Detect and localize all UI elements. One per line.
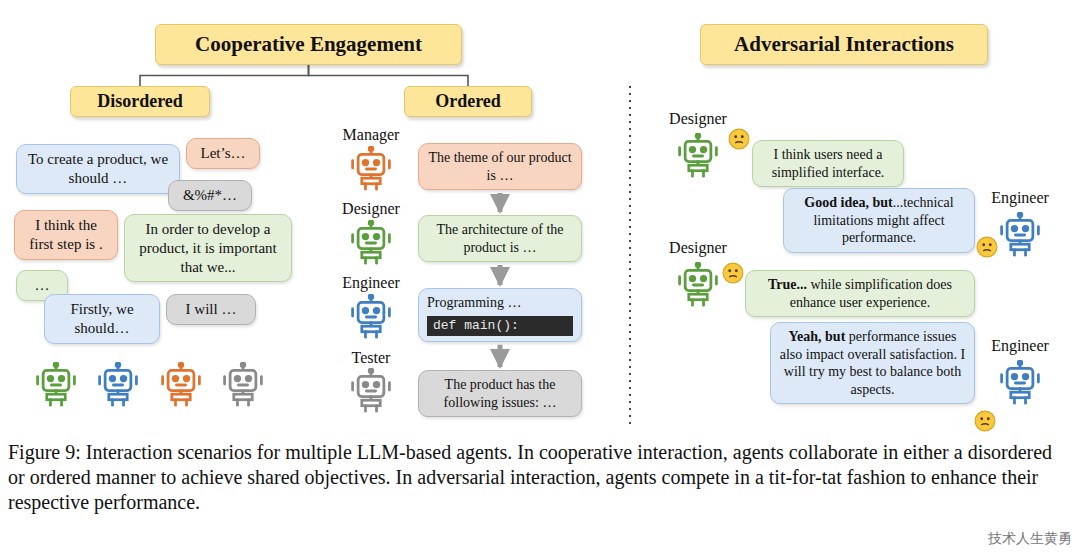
bracket-line [309,65,469,86]
code-bubble: Programming … def main(): [418,288,582,342]
flow-arrow [498,345,503,367]
bubble-text: The product has the following issues: … [444,377,557,410]
speech-bubble: Firstly, we should… [44,294,160,344]
section-title: Cooperative Engagement [155,24,462,65]
speech-bubble: Good idea, but...technical limitations m… [783,188,975,253]
bubble-text: Firstly, we should… [70,301,133,336]
title-text: Adversarial Interactions [734,32,954,56]
bubble-text: &%#*… [183,187,237,203]
bubble-text: Programming … [427,295,522,310]
agent-role-label: Designer [660,239,736,257]
speech-bubble: Yeah, butperformance issues also impact … [770,322,975,404]
agent-role-label: Tester [333,349,409,367]
speech-bubble: I think users need a simplified interfac… [752,140,904,187]
bubble-text: True... [768,277,807,292]
title-text: Ordered [435,91,501,111]
speech-bubble: Let’s… [186,138,260,169]
emoji-faces [723,129,997,431]
agent-role-label: Engineer [982,337,1058,355]
speech-bubble: &%#*… [168,180,252,211]
agent-role-label: Manager [333,126,409,144]
subsection-title: Disordered [70,86,210,117]
figure-caption: Figure 9: Interaction scenarios for mult… [8,440,1072,515]
speech-bubble: True...while simplification does enhance… [745,270,975,317]
speech-bubble: I think the first step is . [14,210,118,260]
bracket-line [140,65,309,86]
agent-role-label: Designer [333,200,409,218]
bubble-text: The theme of our product is … [428,150,571,183]
agent-role-label: Engineer [333,274,409,292]
speech-bubble: To create a product, we should … [16,144,180,194]
code-line: def main(): [427,316,573,336]
agent-role-label: Designer [660,110,736,128]
title-text: Cooperative Engagement [195,32,422,56]
bubble-text: The architecture of the product is … [436,222,563,255]
subsection-title: Ordered [404,86,532,117]
section-title: Adversarial Interactions [700,24,988,65]
agent-role-label: Engineer [982,189,1058,207]
speech-bubble: I will … [166,294,256,325]
bubble-text: Good idea, but [804,195,892,210]
bubble-text: Yeah, but [789,329,846,344]
speech-bubble: The product has the following issues: … [418,370,582,417]
bubble-text: In order to develop a product, it is imp… [139,221,276,275]
bubble-text: To create a product, we should … [28,151,168,186]
bubble-text: I will … [186,301,237,317]
speech-bubble: In order to develop a product, it is imp… [124,214,292,282]
bubble-text: I think the first step is . [29,217,102,252]
watermark: 技术人生黄勇 [850,530,1072,548]
bubble-text: I think users need a simplified interfac… [772,147,885,180]
divider-line [629,86,631,425]
bubble-text: Let’s… [201,145,246,161]
bubble-text: … [35,277,50,293]
title-text: Disordered [97,91,183,111]
flow-arrow [498,193,503,212]
flow-arrow [498,265,503,285]
speech-bubble: The architecture of the product is … [418,215,582,262]
bubble-text: while simplification does enhance user e… [790,277,952,310]
speech-bubble: The theme of our product is … [418,143,582,190]
